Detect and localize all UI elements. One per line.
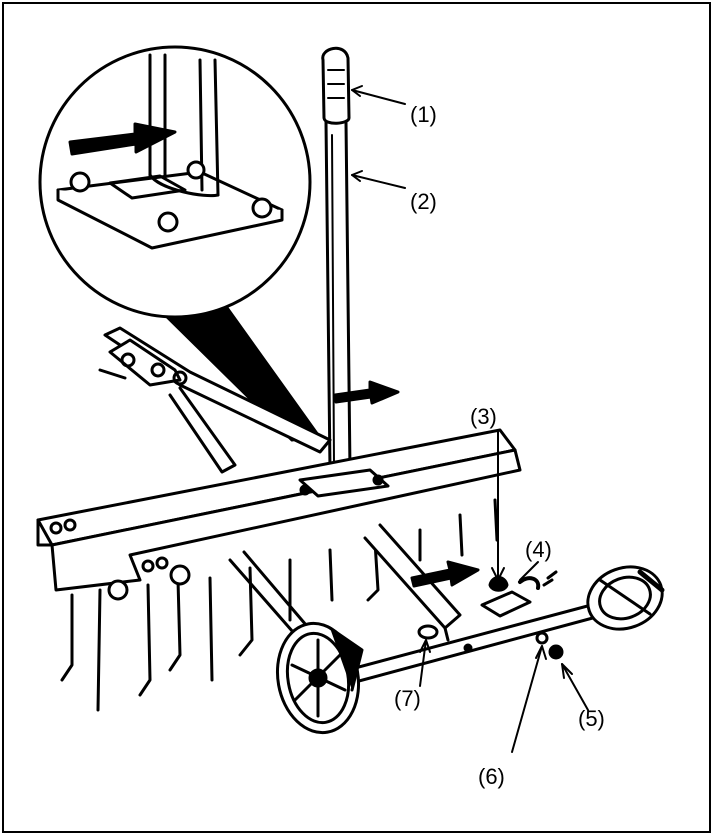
detail-bolt [157, 211, 179, 233]
bracket-part [480, 590, 532, 618]
nut-part-5 [548, 644, 564, 660]
right-wheel [586, 565, 665, 631]
callout-label-1: (1) [410, 102, 437, 127]
callout-label-4: (4) [525, 537, 552, 562]
callout-label-7: (7) [394, 686, 421, 711]
spike-tines [60, 498, 499, 712]
left-wheel [275, 621, 364, 735]
callout-label-2: (2) [410, 189, 437, 214]
spring-part-4 [518, 576, 541, 590]
handle-tube [324, 120, 352, 472]
install-arrow [410, 560, 480, 588]
main-frame [36, 428, 522, 592]
move-arrow [333, 380, 400, 405]
hardware-parts [417, 570, 564, 660]
detail-bolt [251, 197, 273, 219]
callout-label-3: (3) [470, 404, 497, 429]
tow-arms [98, 326, 332, 474]
detail-bolt [69, 171, 91, 193]
handle-assembly [321, 46, 352, 472]
handle-grip [321, 46, 351, 125]
washer-part-6 [535, 631, 549, 645]
pin-part-7 [417, 624, 439, 640]
detail-bolt [186, 160, 206, 180]
callout-label-6: (6) [478, 764, 505, 789]
bolt-part-3 [488, 576, 509, 592]
leader-lines [351, 85, 589, 753]
detail-arrow [68, 122, 177, 156]
callout-label-5: (5) [578, 706, 605, 731]
